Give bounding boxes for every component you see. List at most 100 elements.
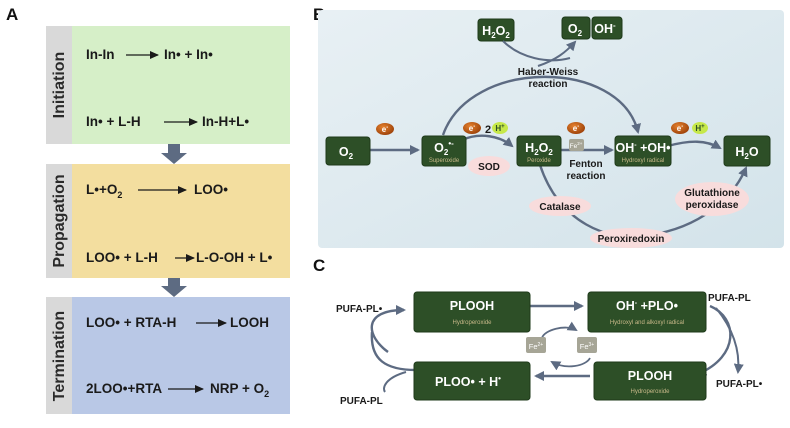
initiation-title: Initiation bbox=[51, 52, 68, 119]
stage-arrow-2 bbox=[161, 278, 187, 297]
top-o2-text: O2 bbox=[568, 22, 583, 38]
proton-1-shape bbox=[492, 122, 508, 134]
propagation-stage: Propagation L•+O2 LOO• LOO• + L-H L-O-OH… bbox=[46, 164, 290, 278]
termination-eq1-left: LOO• + RTA-H bbox=[86, 315, 176, 330]
superoxide-caption: Superoxide bbox=[429, 158, 460, 164]
top-oh-node bbox=[591, 16, 623, 40]
top-oh-text: OH- bbox=[594, 21, 616, 36]
haber-weiss-label-2: reaction bbox=[529, 79, 568, 90]
hydroxyl-node bbox=[614, 135, 672, 167]
proton-2-text: H+ bbox=[695, 124, 705, 133]
plooh-top-caption: Hydroperoxide bbox=[452, 320, 492, 326]
top-o2-node bbox=[561, 16, 591, 40]
termination-stage: Termination LOO• + RTA-H LOOH 2LOO•+RTA … bbox=[46, 297, 290, 414]
haber-weiss-input bbox=[502, 40, 571, 62]
initiation-eq1-right: In• + In• bbox=[164, 47, 213, 62]
fe3-to-fe2-arrow bbox=[550, 357, 591, 371]
top-h2o2-text: H2O2 bbox=[482, 24, 510, 40]
propagation-box bbox=[72, 164, 290, 278]
radicals-caption: Hydroxyl and alkoxyl radical bbox=[610, 320, 684, 326]
initiation-eq2-right: In-H+L• bbox=[202, 114, 249, 129]
electron-4-text: e- bbox=[677, 124, 683, 133]
haber-weiss-label-1: Haber-Weiss bbox=[518, 67, 579, 78]
pufa-right-top: PUFA-PL bbox=[708, 293, 751, 304]
plooh-bottom-caption: Hydroperoxide bbox=[630, 389, 670, 395]
propagation-title: Propagation bbox=[51, 174, 68, 267]
proton-2-shape bbox=[692, 122, 708, 134]
initiation-tab bbox=[46, 26, 72, 144]
fe3-badge-text: Fe3+ bbox=[580, 342, 595, 351]
o2-node bbox=[325, 136, 371, 166]
pufa-left-top: PUFA-PL• bbox=[336, 304, 383, 315]
electron-badge-3: e- Fe2+ bbox=[567, 122, 585, 151]
termination-eq2-left: 2LOO•+RTA bbox=[86, 381, 162, 396]
peroxiredoxin-bubble bbox=[590, 228, 672, 248]
initiation-stage: Initiation In-In In• + In• In• + L-H In-… bbox=[46, 26, 290, 144]
fe2-badge bbox=[526, 337, 546, 353]
superoxide-text: O2•- bbox=[434, 139, 454, 157]
electron-4-shape bbox=[671, 122, 689, 134]
electron-3-text: e- bbox=[573, 124, 579, 133]
pufa-right-bottom: PUFA-PL• bbox=[716, 379, 763, 390]
peroxiredoxin-label: Peroxiredoxin bbox=[598, 234, 665, 245]
stage-arrow-1 bbox=[161, 144, 187, 164]
propagation-eq1-right: LOO• bbox=[194, 182, 228, 197]
termination-eq2-right: NRP + O2 bbox=[210, 381, 269, 399]
plooh-bottom-text: PLOOH bbox=[628, 369, 672, 383]
panel-b-background bbox=[318, 10, 784, 248]
pufa-left-bottom: PUFA-PL bbox=[340, 396, 383, 407]
panel-a-label: A bbox=[6, 5, 18, 24]
peroxide-caption: Peroxide bbox=[527, 158, 551, 164]
initiation-eq1-left: In-In bbox=[86, 47, 115, 62]
proton-1-text: H+ bbox=[495, 124, 505, 133]
termination-title: Termination bbox=[51, 311, 68, 401]
two-coefficient: 2 bbox=[485, 124, 491, 136]
propagation-tab bbox=[46, 164, 72, 278]
fenton-label-1: Fenton bbox=[569, 159, 602, 170]
fe-badge-b-text: Fe2+ bbox=[570, 141, 583, 150]
fenton-label-2: reaction bbox=[567, 171, 606, 182]
electron-badge-1: e- bbox=[376, 123, 394, 135]
electron-3-shape bbox=[567, 122, 585, 134]
hydroxyl-caption: Hydroxyl radical bbox=[622, 158, 665, 164]
termination-box bbox=[72, 297, 290, 414]
propagation-eq1-left: L•+O2 bbox=[86, 182, 122, 200]
water-node bbox=[723, 135, 771, 167]
haber-weiss-arc bbox=[441, 75, 641, 136]
initiation-box bbox=[72, 26, 290, 144]
gpx-label-1: Glutathione bbox=[684, 188, 740, 199]
panel-c-label: C bbox=[313, 256, 325, 275]
plooh-top-text: PLOOH bbox=[450, 299, 494, 313]
ploo-node bbox=[413, 361, 531, 401]
hydroxyl-text: OH- +OH• bbox=[616, 141, 671, 155]
peroxide-text: H2O2 bbox=[525, 141, 553, 157]
electron-badge-4: e- H+ bbox=[671, 122, 708, 134]
radicals-node bbox=[587, 291, 707, 333]
fe2-badge-text: Fe2+ bbox=[529, 342, 544, 351]
top-h2o2-node bbox=[477, 18, 515, 42]
plooh-top-node bbox=[413, 291, 531, 333]
superoxide-to-peroxide-arrow bbox=[461, 134, 514, 148]
propagation-eq2-right: L-O-OH + L• bbox=[196, 250, 273, 265]
electron-1-text: e- bbox=[382, 125, 388, 134]
cycle-arrow-left-up bbox=[370, 305, 406, 353]
o2-text: O2 bbox=[339, 145, 354, 161]
termination-tab bbox=[46, 297, 72, 414]
initiation-eq2-left: In• + L-H bbox=[86, 114, 141, 129]
gpx-bubble bbox=[675, 182, 749, 216]
sod-label: SOD bbox=[478, 162, 500, 173]
propagation-eq2-left: LOO• + L-H bbox=[86, 250, 158, 265]
haber-weiss-output bbox=[537, 40, 577, 67]
pufa-right-branch bbox=[715, 307, 744, 374]
electron-1-shape bbox=[376, 123, 394, 135]
plooh-bottom-node bbox=[593, 361, 707, 401]
ploo-text: PLOO• + H• bbox=[435, 374, 501, 389]
fe2-to-fe3-arrow bbox=[541, 321, 578, 339]
radicals-text: OH- +PLO• bbox=[616, 299, 678, 313]
catalase-bubble bbox=[529, 196, 591, 216]
cycle-arrow-left-join bbox=[370, 331, 417, 372]
electron-badge-2: e- 2 H+ bbox=[463, 122, 508, 136]
electron-2-text: e- bbox=[469, 124, 475, 133]
